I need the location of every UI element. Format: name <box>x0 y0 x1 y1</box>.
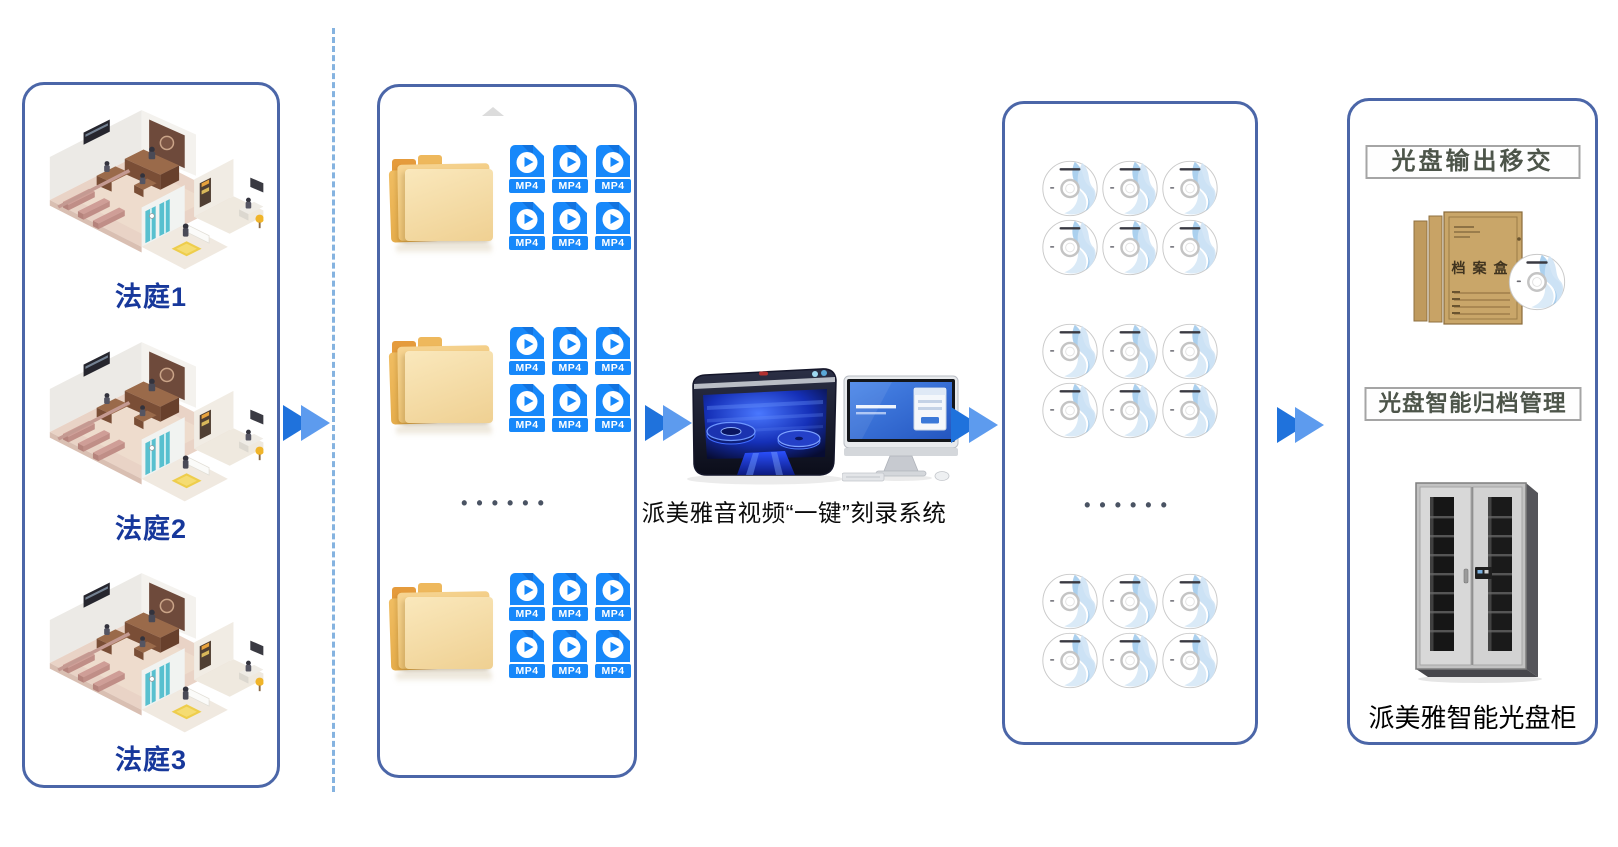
folder-icon <box>388 579 494 683</box>
mp4-file-icon: MP4 <box>507 384 547 434</box>
flow-arrow-icon <box>951 407 999 443</box>
file-group: MP4 MP4 MP4 MP4 MP4 MP4 <box>388 327 633 437</box>
disc-icon <box>1102 160 1159 217</box>
disc-icon <box>1162 573 1219 630</box>
dashed-divider <box>332 28 335 792</box>
flow-arrow-icon <box>283 405 331 441</box>
mp4-file-icon: MP4 <box>550 202 590 252</box>
disc-icon <box>1162 323 1219 380</box>
mp4-file-icon: MP4 <box>550 630 590 680</box>
court-block: 法庭2 <box>31 329 271 546</box>
court-label: 法庭3 <box>114 745 188 775</box>
disc-cabinet-illustration <box>1410 475 1544 685</box>
disc-icon <box>1042 632 1099 689</box>
disc-icon <box>1162 219 1219 276</box>
court-label: 法庭2 <box>114 513 188 544</box>
archive-panel: 光盘输出移交 档案盒 光盘智能归档管理 <box>1347 98 1598 745</box>
folder-icon <box>388 151 494 255</box>
disc-icon <box>1042 219 1099 276</box>
disc-transfer-label: 光盘输出移交 <box>1365 145 1580 179</box>
mp4-file-icon: MP4 <box>507 573 547 623</box>
mp4-grid: MP4 MP4 MP4 MP4 MP4 MP4 <box>507 145 633 252</box>
mp4-file-icon: MP4 <box>593 630 633 680</box>
disc-icon <box>1102 323 1159 380</box>
court-block: 法庭3 <box>31 560 271 777</box>
archive-box-illustration: 档案盒 <box>1388 205 1570 337</box>
mp4-file-icon: MP4 <box>507 327 547 377</box>
courtroom-illustration <box>35 97 267 275</box>
court-label: 法庭1 <box>114 282 188 312</box>
disc-group <box>1042 573 1219 689</box>
mp4-file-icon: MP4 <box>550 573 590 623</box>
burner-caption: 派美雅音视频“一键”刻录系统 <box>641 500 947 526</box>
file-group: MP4 MP4 MP4 MP4 MP4 MP4 <box>388 573 633 683</box>
disc-icon <box>1102 573 1159 630</box>
cabinet-caption: 派美雅智能光盘柜 <box>1368 703 1577 733</box>
mp4-file-icon: MP4 <box>593 573 633 623</box>
courts-panel: 法庭1 法庭2 法庭3 <box>22 82 280 788</box>
disc-icon <box>1162 632 1219 689</box>
mp4-file-icon: MP4 <box>593 384 633 434</box>
disc-icon <box>1102 382 1159 439</box>
court-block: 法庭1 <box>31 97 271 314</box>
disc-icon <box>1102 219 1159 276</box>
disc-icon <box>1162 160 1219 217</box>
disc-publisher-illustration <box>683 364 847 486</box>
courtroom-illustration <box>35 560 267 738</box>
mp4-file-icon: MP4 <box>507 145 547 195</box>
disc-icon <box>1042 160 1099 217</box>
mp4-file-icon: MP4 <box>550 327 590 377</box>
disc-icon <box>1042 323 1099 380</box>
disc-icon <box>1042 382 1099 439</box>
discs-panel: •••••• <box>1002 101 1258 745</box>
ellipsis-dots: •••••• <box>1084 495 1176 515</box>
disc-icon <box>1042 573 1099 630</box>
mp4-file-icon: MP4 <box>593 202 633 252</box>
disc-group <box>1042 323 1219 439</box>
flow-arrow-icon <box>645 405 693 441</box>
courtroom-illustration <box>35 329 267 507</box>
mp4-file-icon: MP4 <box>550 384 590 434</box>
disc-icon <box>1102 632 1159 689</box>
disc-group <box>1042 160 1219 276</box>
mp4-file-icon: MP4 <box>593 327 633 377</box>
mp4-grid: MP4 MP4 MP4 MP4 MP4 MP4 <box>507 573 633 680</box>
disc-management-label: 光盘智能归档管理 <box>1364 387 1581 421</box>
flow-arrow-icon <box>1277 407 1325 443</box>
mp4-file-icon: MP4 <box>550 145 590 195</box>
mp4-file-icon: MP4 <box>507 202 547 252</box>
archive-box-label: 档案盒 <box>1452 260 1515 276</box>
disc-icon <box>1162 382 1219 439</box>
file-group: MP4 MP4 MP4 MP4 MP4 MP4 <box>388 145 633 255</box>
ellipsis-dots: •••••• <box>461 493 553 513</box>
folder-icon <box>388 333 494 437</box>
monitor-illustration <box>842 374 960 482</box>
mp4-grid: MP4 MP4 MP4 MP4 MP4 MP4 <box>507 327 633 434</box>
mp4-file-icon: MP4 <box>507 630 547 680</box>
mp4-files-panel: MP4 MP4 MP4 MP4 MP4 MP4 MP4 MP4 MP4 MP4 … <box>377 84 637 778</box>
scroll-up-icon <box>482 107 504 116</box>
mp4-file-icon: MP4 <box>593 145 633 195</box>
